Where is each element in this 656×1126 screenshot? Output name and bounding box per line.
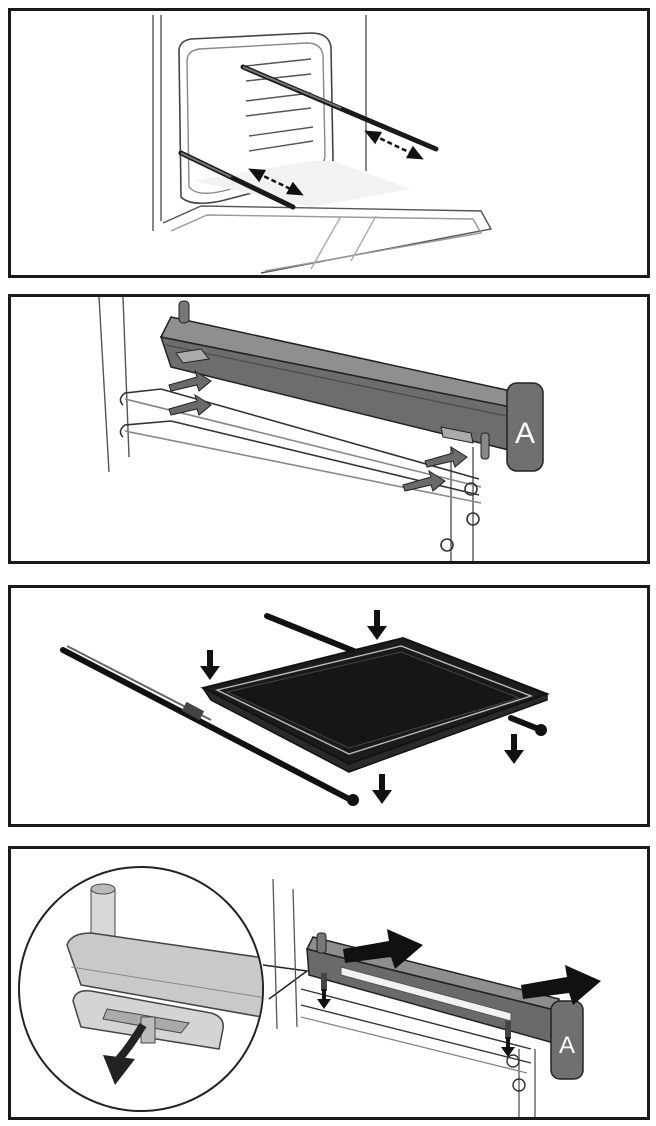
rail-clip-rear: [440, 426, 474, 444]
oven-interior-illustration: [152, 15, 493, 274]
mount-rail-illustration: A: [98, 297, 544, 561]
left-extended-rail: [60, 645, 359, 806]
slide-arrow-lower: [248, 168, 304, 196]
magnified-clip-inset: [18, 866, 309, 1112]
side-rack-wires-2: [300, 988, 532, 1092]
side-rack-wires: [119, 388, 482, 552]
pull-out-arrows: [343, 929, 601, 1005]
upper-telescopic-rail: [240, 64, 439, 152]
telescopic-rail-A: A: [159, 300, 544, 472]
down-arrow-left: [200, 650, 220, 680]
inset-post: [90, 888, 116, 942]
down-arrows: [200, 610, 524, 804]
mount-arrow-4: [402, 469, 446, 492]
rail-label-A: A: [515, 417, 535, 450]
rail-label-A-cap-2: [550, 1000, 584, 1080]
mount-arrow-1: [168, 369, 212, 392]
down-arrow-top: [367, 610, 387, 640]
pull-arrow-2: [521, 965, 601, 1005]
mount-arrow-3: [424, 445, 468, 468]
inset-release-arrow: [103, 1022, 147, 1085]
rail-label-A-2: A: [559, 1032, 575, 1059]
slide-arrow-upper: [364, 130, 424, 160]
pull-arrow-1: [343, 929, 423, 969]
panel-place-tray: [8, 585, 650, 827]
rail-clip-front: [175, 348, 210, 364]
lower-telescopic-rail: [178, 150, 296, 210]
down-arrow-right: [504, 734, 524, 764]
inset-rail-bar: [66, 932, 262, 1020]
panel-remove-rail: A: [8, 846, 650, 1120]
panel-mount-rail: A: [8, 294, 650, 564]
mount-arrow-2: [168, 393, 212, 416]
mount-arrows: [168, 369, 468, 492]
rail-label-A-cap: [506, 382, 544, 472]
baking-tray: [200, 636, 550, 773]
oven-door: [162, 205, 493, 274]
down-arrow-bottom: [372, 774, 392, 804]
rail-end-post: [178, 300, 190, 324]
place-tray-illustration: [60, 610, 550, 806]
remove-rail-illustration: A: [18, 866, 601, 1117]
panel-oven-interior: [8, 8, 650, 278]
